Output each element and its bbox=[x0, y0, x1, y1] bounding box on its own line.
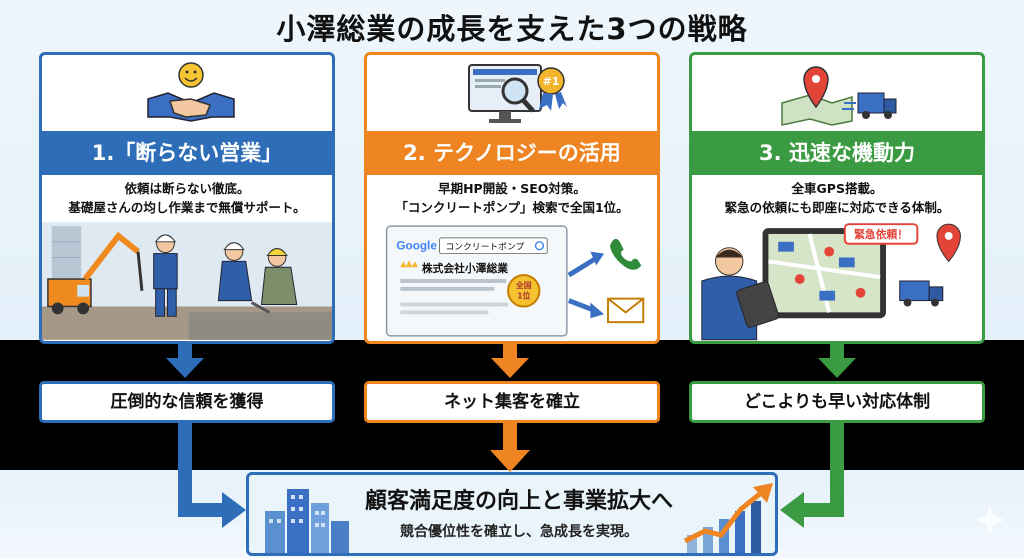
arrow-orange-head bbox=[490, 450, 530, 472]
arrow-orange-down bbox=[491, 344, 529, 378]
strategy-card-3: 3. 迅速な機動力 全車GPS搭載。 緊急の依頼にも即座に対応できる体制。 緊急… bbox=[689, 52, 985, 344]
goal-box: 顧客満足度の向上と事業拡大へ 競合優位性を確立し、急成長を実現。 bbox=[246, 472, 778, 556]
strategy-3-desc-line-1: 全車GPS搭載。 bbox=[791, 181, 883, 196]
google-logo: Google bbox=[396, 240, 437, 253]
search-results-illustration: Google コンクリートポンプ 株式会社小澤総業 全国 1位 bbox=[385, 225, 645, 337]
arrow-orange-to-goal bbox=[503, 423, 517, 453]
construction-workers-illustration bbox=[42, 222, 332, 340]
sparkle-icon bbox=[975, 505, 1005, 535]
handshake-icon bbox=[147, 62, 235, 122]
seo-monitor-icon: #1 bbox=[468, 64, 567, 123]
strategy-2-desc-line-2: 「コンクリートポンプ」検索で全国1位。 bbox=[395, 200, 629, 215]
strategy-2-header: 2. テクノロジーの活用 bbox=[367, 131, 657, 175]
strategy-1-desc-line-1: 依頼は断らない徹底。 bbox=[124, 181, 250, 196]
urgent-request-label: 緊急依頼！ bbox=[854, 228, 908, 241]
strategy-1-header: 1.「断らない営業」 bbox=[42, 131, 332, 175]
arrow-blue-to-goal bbox=[178, 423, 226, 517]
goal-title: 顧客満足度の向上と事業拡大へ bbox=[364, 489, 673, 514]
strategy-3-description: 全車GPS搭載。 緊急の依頼にも即座に対応できる体制。 bbox=[692, 179, 982, 217]
page-title: 小澤総業の成長を支えた3つの戦略 bbox=[276, 12, 748, 46]
strategy-1-description: 依頼は断らない徹底。 基礎屋さんの均し作業まで無償サポート。 bbox=[42, 179, 332, 217]
strategy-2-desc-line-1: 早期HP開設・SEO対策。 bbox=[438, 181, 586, 196]
arrow-green-down bbox=[818, 344, 856, 378]
growth-chart-icon bbox=[683, 483, 773, 553]
strategy-2-result: ネット集客を確立 bbox=[364, 381, 660, 423]
strategy-3-result: どこよりも早い対応体制 bbox=[689, 381, 985, 423]
strategy-3-desc-line-2: 緊急の依頼にも即座に対応できる体制。 bbox=[724, 200, 950, 215]
goal-subtitle: 競合優位性を確立し、急成長を実現。 bbox=[400, 524, 638, 540]
badge-line-1: 全国 bbox=[515, 280, 532, 290]
search-query: コンクリートポンプ bbox=[445, 242, 524, 253]
ribbon-label: #1 bbox=[543, 75, 560, 88]
badge-line-2: 1位 bbox=[517, 291, 530, 301]
arrow-green-head bbox=[780, 492, 804, 528]
strategy-3-header: 3. 迅速な機動力 bbox=[692, 131, 982, 175]
arrow-blue-head bbox=[222, 492, 246, 528]
strategy-1-desc-line-2: 基礎屋さんの均し作業まで無償サポート。 bbox=[68, 200, 306, 215]
strategy-2-description: 早期HP開設・SEO対策。 「コンクリートポンプ」検索で全国1位。 bbox=[367, 179, 657, 217]
strategy-card-2: #1 2. テクノロジーの活用 早期HP開設・SEO対策。 「コンクリートポンプ… bbox=[364, 52, 660, 344]
result-company-name: 株式会社小澤総業 bbox=[422, 262, 508, 275]
gps-truck-icon bbox=[781, 66, 897, 126]
arrow-green-to-goal bbox=[800, 423, 844, 517]
strategy-1-result: 圧倒的な信頼を獲得 bbox=[39, 381, 335, 423]
strategy-card-1: 1.「断らない営業」 依頼は断らない徹底。 基礎屋さんの均し作業まで無償サポート… bbox=[39, 52, 335, 344]
city-buildings-icon bbox=[265, 489, 349, 553]
gps-dispatch-illustration: 緊急依頼！ bbox=[701, 223, 961, 341]
arrow-blue-down bbox=[166, 344, 204, 378]
